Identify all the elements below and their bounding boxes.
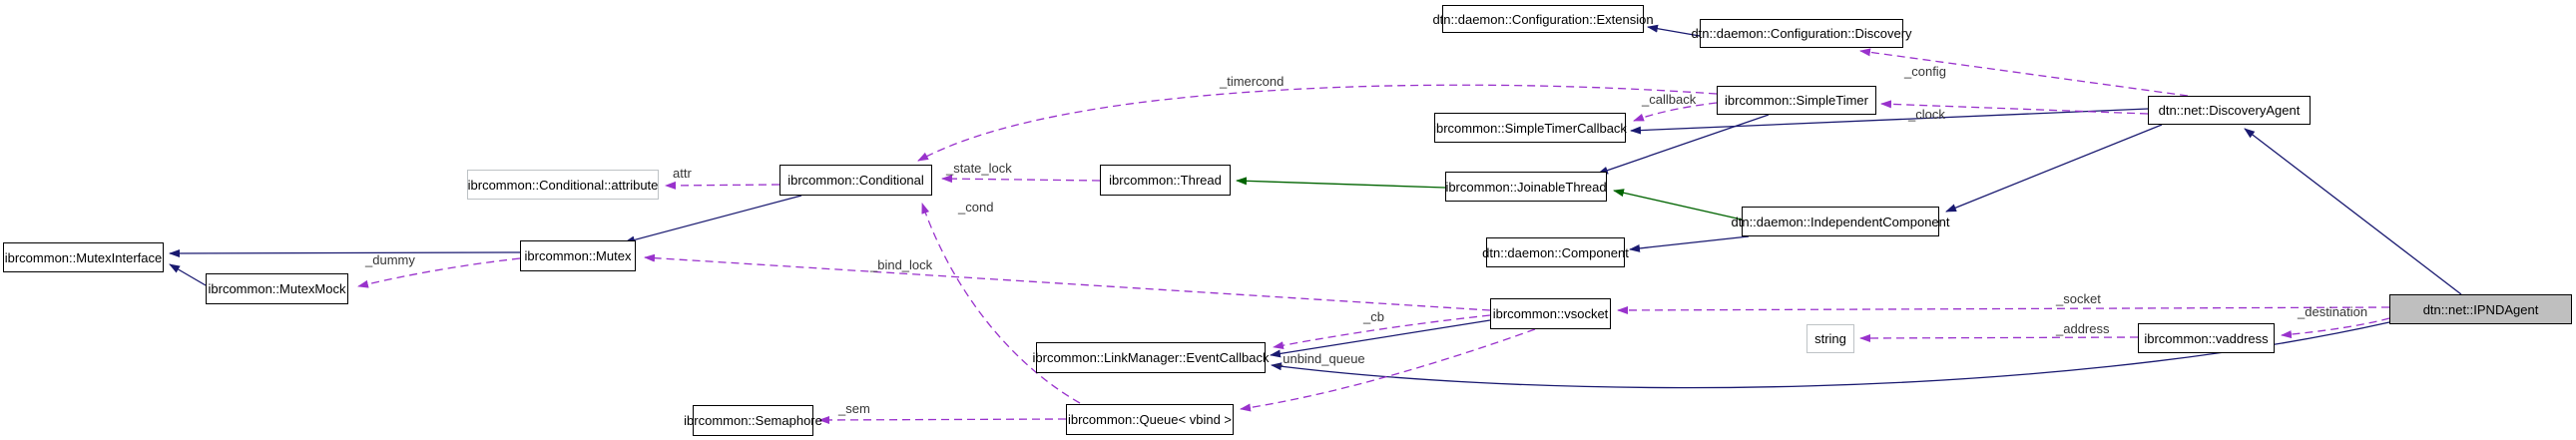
node-simple-timer[interactable]: ibrcommon::SimpleTimer [1717,86,1876,115]
node-thread[interactable]: ibrcommon::Thread [1100,165,1231,196]
node-conditional[interactable]: ibrcommon::Conditional [779,165,932,196]
edge-usage-address [1859,333,2139,342]
edge-inherit-independentcomponent-to-joinablethread [1613,189,1743,220]
edge-usage-destination [2281,317,2390,339]
edge-label-clock: _clock [1908,107,1945,122]
node-configuration-extension[interactable]: dtn::daemon::Configuration::Extension [1432,5,1654,33]
node-component[interactable]: dtn::daemon::Component [1482,237,1629,267]
edge-label-address: _address [2056,321,2110,336]
edge-label-bind-lock: _bind_lock [870,257,933,272]
edge-inherit-vsocket-to-eventcallback [1270,319,1491,358]
edge-usage-unbind-queue [1240,328,1536,412]
edge-label-state-lock: _state_lock [946,161,1012,176]
edge-label-attr: attr [673,166,692,181]
node-simple-timer-callback[interactable]: ibrcommon::SimpleTimerCallback [1433,113,1627,143]
edge-inherit-mutex-to-mutexinterface [169,248,521,257]
node-queue-vbind[interactable]: ibrcommon::Queue< vbind > [1066,404,1234,435]
edge-label-unbind-queue: _unbind_queue [1276,351,1365,366]
edge-usage-dummy [357,257,521,288]
node-semaphore[interactable]: ibrcommon::Semaphore [684,405,822,436]
node-joinable-thread[interactable]: ibrcommon::JoinableThread [1445,172,1607,202]
edge-label-socket: _socket [2056,291,2101,306]
node-conditional-attribute: ibrcommon::Conditional::attribute [467,170,659,200]
edge-usage-cb [1273,314,1491,350]
node-vaddress[interactable]: ibrcommon::vaddress [2138,323,2275,353]
node-mutex-interface[interactable]: ibrcommon::MutexInterface [3,242,164,272]
edge-label-cb: _cb [1363,309,1384,324]
edge-inherit-discovery-to-extension [1647,24,1701,37]
edge-label-cond: _cond [958,200,994,215]
edge-inherit-independentcomponent-to-component [1629,235,1750,252]
node-mutex-mock[interactable]: ibrcommon::MutexMock [206,273,348,304]
node-configuration-discovery[interactable]: dtn::daemon::Configuration::Discovery [1691,19,1912,48]
edge-label-config: _config [1904,64,1946,79]
node-discovery-agent[interactable]: dtn::net::DiscoveryAgent [2148,96,2311,125]
edge-usage-cond [921,203,1081,404]
edge-usage-config [1859,48,2189,97]
edge-inherit-joinablethread-to-thread [1236,177,1446,189]
node-mutex[interactable]: ibrcommon::Mutex [520,240,636,271]
node-vsocket[interactable]: ibrcommon::vsocket [1490,298,1611,329]
edge-usage-callback [1633,102,1718,122]
edge-inherit-conditional-to-mutex [624,195,802,244]
edge-usage-state-lock [941,175,1101,184]
edge-label-dummy: _dummy [365,252,415,267]
edge-inherit-mutexmock-to-mutexinterface [169,263,207,286]
edge-inherit-simpletimer-to-joinablethread [1597,114,1770,175]
edge-usage-timercond [917,84,1718,162]
edge-usage-bind-lock [644,253,1491,311]
node-ipnd-agent: dtn::net::IPNDAgent [2389,294,2572,324]
edge-label-timercond: _timercond [1220,74,1285,89]
node-event-callback[interactable]: ibrcommon::LinkManager::EventCallback [1033,342,1270,373]
edge-inherit-ipndagent-to-discoveryagent [2244,128,2462,295]
edge-label-callback: _callback [1642,92,1697,107]
edge-label-destination: _destination [2298,304,2368,319]
edge-usage-sem [818,415,1067,424]
edge-inherit-discoveryagent-to-simpletimercallback [1630,108,2149,135]
node-independent-component[interactable]: dtn::daemon::IndependentComponent [1732,207,1950,236]
edge-usage-socket [1617,305,2390,314]
node-string: string [1806,324,1854,353]
edge-label-sem: _sem [838,401,870,416]
edge-usage-attr [665,181,780,190]
edge-usage-clock [1880,100,2149,115]
edge-inherit-discoveryagent-to-independentcomponent [1945,124,2163,213]
